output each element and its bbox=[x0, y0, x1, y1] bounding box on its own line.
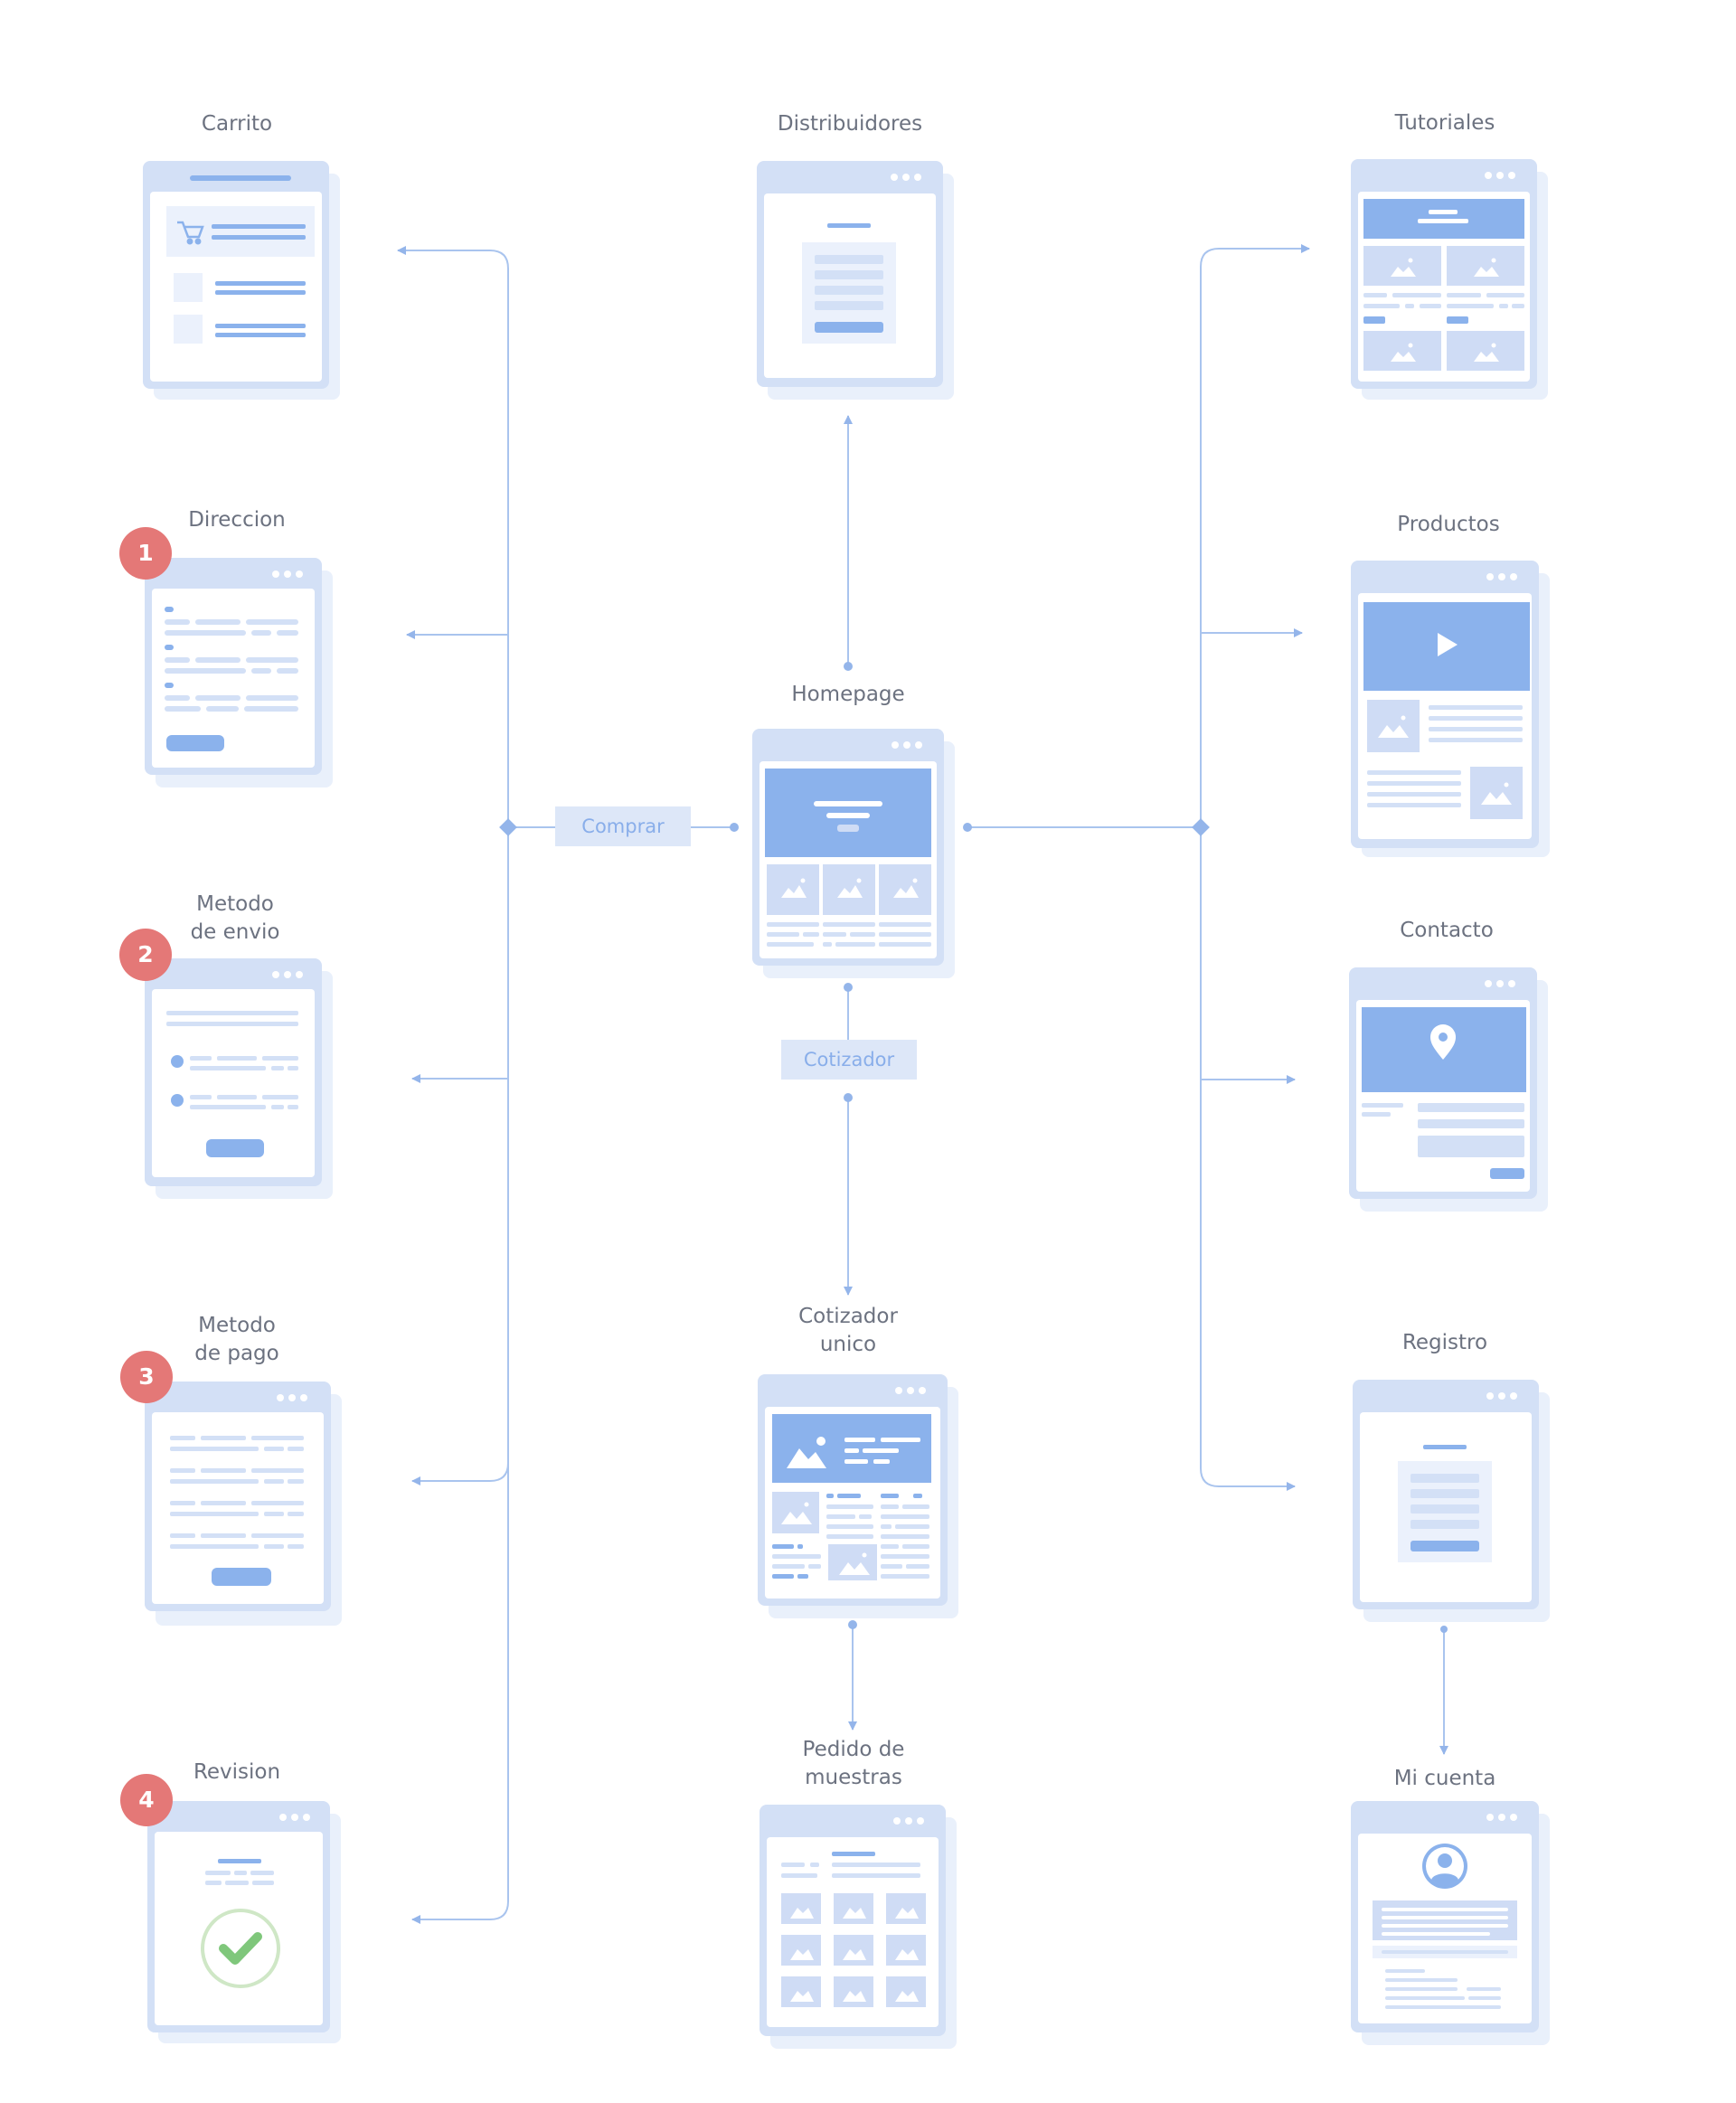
wireframe-contacto bbox=[1349, 967, 1548, 1212]
node-label-cotizador-unico: Cotizador unico bbox=[798, 1305, 898, 1356]
check-circle-icon bbox=[201, 1909, 280, 1988]
step-badge-4: 4 bbox=[120, 1774, 173, 1826]
wireframe-productos bbox=[1351, 561, 1550, 857]
node-label-mi-cuenta: Mi cuenta bbox=[1393, 1767, 1496, 1790]
wireframe-distribuidores bbox=[757, 161, 954, 400]
wireframe-cotizador-unico bbox=[758, 1374, 958, 1618]
node-label-productos: Productos bbox=[1397, 513, 1500, 536]
junction-diamond-right bbox=[1192, 818, 1210, 836]
node-label-metodo-pago: Metodo de pago bbox=[194, 1314, 279, 1365]
node-label-registro: Registro bbox=[1401, 1331, 1488, 1354]
node-label-homepage: Homepage bbox=[791, 683, 905, 706]
wireframe-mi-cuenta bbox=[1351, 1801, 1550, 2045]
wireframe-revision bbox=[147, 1801, 341, 2043]
node-label-carrito: Carrito bbox=[201, 112, 273, 136]
step-badge-3: 3 bbox=[120, 1351, 173, 1403]
image-placeholder-icon bbox=[1367, 700, 1420, 752]
wireframe-pedido-muestras bbox=[760, 1805, 957, 2049]
connector-dots bbox=[499, 662, 1448, 1633]
connector-dot bbox=[844, 1093, 853, 1102]
node-label-direccion: Direccion bbox=[188, 508, 286, 532]
location-pin-icon bbox=[1430, 1024, 1456, 1060]
node-label-pedido-muestras: Pedido de muestras bbox=[802, 1738, 905, 1789]
image-placeholder-icon bbox=[787, 1437, 826, 1468]
step-badge-1: 1 bbox=[119, 527, 172, 580]
node-label-metodo-envio: Metodo de envio bbox=[190, 892, 280, 944]
edge-to-tutoriales bbox=[1200, 244, 1310, 268]
wireframe-metodo-pago bbox=[145, 1382, 342, 1626]
junction-diamond-left bbox=[499, 818, 517, 836]
wireframe-registro bbox=[1353, 1380, 1550, 1622]
wireframe-homepage bbox=[752, 729, 955, 978]
image-placeholder-icon bbox=[1363, 246, 1524, 286]
edge-label-cotizador: Cotizador bbox=[781, 1040, 917, 1080]
connector-dot bbox=[844, 983, 853, 992]
connector-dot bbox=[1440, 1626, 1448, 1633]
node-label-distribuidores: Distribuidores bbox=[777, 112, 923, 136]
node-label-contacto: Contacto bbox=[1400, 919, 1494, 942]
wireframe-carrito bbox=[143, 161, 340, 400]
node-label-tutoriales: Tutoriales bbox=[1394, 111, 1495, 135]
connector-dot bbox=[848, 1620, 857, 1629]
edge-to-registro bbox=[1200, 1467, 1296, 1491]
step-badge-2: 2 bbox=[119, 929, 172, 981]
play-icon bbox=[1438, 633, 1458, 656]
user-avatar-icon bbox=[1422, 1844, 1467, 1889]
connector-dot bbox=[963, 823, 972, 832]
edge-to-revision bbox=[411, 1900, 509, 1924]
image-placeholder-icon bbox=[781, 1893, 926, 2007]
wireframe-tutoriales bbox=[1351, 159, 1548, 400]
left-trunk-line bbox=[397, 246, 509, 269]
wireframe-metodo-envio bbox=[145, 958, 333, 1199]
node-label-revision: Revision bbox=[193, 1760, 281, 1784]
connector-dot bbox=[844, 662, 853, 671]
cart-icon bbox=[177, 221, 204, 245]
connector-dot bbox=[730, 823, 739, 832]
edge-to-metodo-pago bbox=[411, 1462, 509, 1485]
connectors bbox=[397, 244, 1448, 1924]
wireframe-direccion bbox=[145, 558, 333, 787]
image-placeholder-icon bbox=[767, 864, 931, 915]
edge-label-comprar: Comprar bbox=[555, 806, 691, 846]
